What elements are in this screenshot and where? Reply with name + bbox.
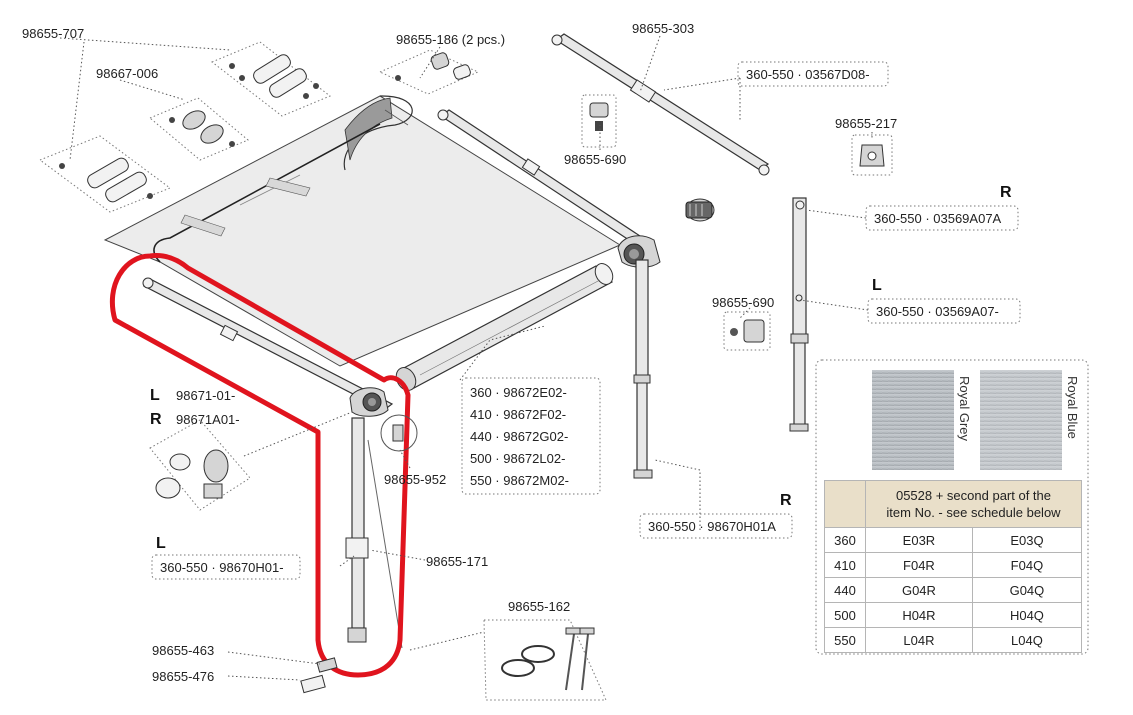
label-98667-006: 98667-006 <box>96 66 158 81</box>
right-arm-end <box>617 235 661 268</box>
side-mark-r-left: R <box>150 411 162 428</box>
bracket-kit-006 <box>149 97 249 161</box>
highlight-outline <box>109 253 411 678</box>
bracket-kit-left <box>38 135 172 213</box>
storm-strap-kit-162 <box>483 619 607 701</box>
left-arm-end <box>349 387 389 417</box>
tension-knob <box>685 198 715 222</box>
bracket-217 <box>851 134 893 176</box>
label-98655-303: 98655-303 <box>632 21 694 36</box>
side-mark-l-mid: L <box>872 277 882 294</box>
table-row: 360 E03R E03Q <box>824 527 1083 553</box>
label-98670H01A: 360-550 · 98670H01A <box>648 519 776 534</box>
right-leg-front <box>633 259 653 479</box>
schedule-corner <box>824 480 866 528</box>
row-size: 410 <box>824 552 866 578</box>
rollbar-variant-4: 550 · 98672M02- <box>470 473 569 488</box>
label-03567D08: 360-550 · 03567D08- <box>746 67 870 82</box>
swatch-name-grey: Royal Grey <box>957 376 972 442</box>
swatch-name-blue: Royal Blue <box>1065 376 1080 439</box>
table-row: 410 F04R F04Q <box>824 552 1083 578</box>
row-blue-code: F04Q <box>971 552 1083 578</box>
label-98670H01: 360-550 · 98670H01- <box>160 560 284 575</box>
label-98655-186: 98655-186 (2 pcs.) <box>396 32 505 47</box>
label-98671A01: 98671A01- <box>176 412 240 427</box>
side-mark-l-left: L <box>150 387 160 404</box>
table-row: 550 L04R L04Q <box>824 627 1083 653</box>
rollbar-variant-1: 410 · 98672F02- <box>470 407 566 422</box>
schedule-header: 05528 + second part of the item No. - se… <box>865 480 1082 528</box>
row-size: 360 <box>824 527 866 553</box>
left-leg <box>345 417 403 649</box>
side-mark-r-top: R <box>1000 184 1012 201</box>
label-98655-217: 98655-217 <box>835 116 897 131</box>
rollbar-variant-3: 500 · 98672L02- <box>470 451 565 466</box>
row-blue-code: G04Q <box>971 577 1083 603</box>
row-grey-code: E03R <box>865 527 973 553</box>
label-98655-690-top: 98655-690 <box>564 152 626 167</box>
row-size: 440 <box>824 577 866 603</box>
table-row: 440 G04R G04Q <box>824 577 1083 603</box>
rollbar-variant-0: 360 · 98672E02- <box>470 385 567 400</box>
row-grey-code: G04R <box>865 577 973 603</box>
detail-circle <box>380 414 418 452</box>
row-size: 550 <box>824 627 866 653</box>
label-98655-162: 98655-162 <box>508 599 570 614</box>
swatch-royal-grey <box>872 370 954 470</box>
end-cap-690-top <box>581 94 617 148</box>
side-mark-l-bottom: L <box>156 535 166 552</box>
foot-plates <box>300 657 338 694</box>
side-mark-r-bottom: R <box>780 492 792 509</box>
label-98671-01: 98671-01- <box>176 388 235 403</box>
label-98655-171: 98655-171 <box>426 554 488 569</box>
bracket-kit-707 <box>211 41 331 117</box>
schedule-header-line-1: 05528 + second part of the <box>895 488 1052 503</box>
label-98655-476: 98655-476 <box>152 669 214 684</box>
row-grey-code: H04R <box>865 602 973 628</box>
pins-186 <box>378 49 480 95</box>
row-blue-code: L04Q <box>971 627 1083 653</box>
right-leg-rear <box>789 197 809 432</box>
label-98655-707: 98655-707 <box>22 26 84 41</box>
fabric-schedule-table: 05528 + second part of the item No. - se… <box>824 480 1083 653</box>
row-grey-code: F04R <box>865 552 973 578</box>
row-blue-code: H04Q <box>971 602 1083 628</box>
row-blue-code: E03Q <box>971 527 1083 553</box>
end-cap-690-mid <box>723 311 771 351</box>
label-98655-690-mid: 98655-690 <box>712 295 774 310</box>
arm-kit-98671 <box>149 419 251 511</box>
row-size: 500 <box>824 602 866 628</box>
label-98655-952: 98655-952 <box>384 472 446 487</box>
swatch-royal-blue <box>980 370 1062 470</box>
roller-tube <box>395 263 614 391</box>
table-row: 500 H04R H04Q <box>824 602 1083 628</box>
schedule-header-line-2: item No. - see schedule below <box>886 505 1061 520</box>
label-03569A07A: 360-550 · 03569A07A <box>874 211 1002 226</box>
awning-fabric <box>103 95 622 367</box>
rear-bar <box>551 33 770 176</box>
rollbar-variant-2: 440 · 98672G02- <box>470 429 568 444</box>
row-grey-code: L04R <box>865 627 973 653</box>
leader-lines <box>59 35 873 681</box>
front-bar <box>142 277 394 411</box>
label-98655-463: 98655-463 <box>152 643 214 658</box>
label-03569A07: 360-550 · 03569A07- <box>876 304 999 319</box>
